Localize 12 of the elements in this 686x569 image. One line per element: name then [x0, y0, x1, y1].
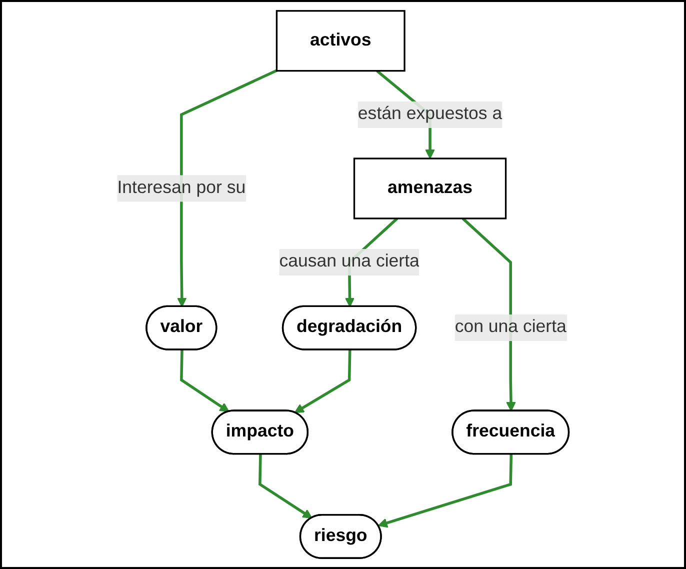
arrow	[180, 350, 230, 412]
arrow	[378, 454, 513, 528]
arrow	[176, 69, 278, 308]
arrow	[258, 454, 312, 519]
edge-label: con una cierta	[454, 318, 566, 337]
node-box: amenazas	[353, 158, 507, 220]
edge-label: están expuestos a	[358, 104, 502, 124]
node-box: activos	[276, 10, 406, 72]
edge-label: Interesan por su	[117, 178, 246, 198]
edge-label: causan una cierta	[279, 252, 420, 272]
arrow	[294, 350, 352, 414]
arrow	[462, 217, 516, 412]
